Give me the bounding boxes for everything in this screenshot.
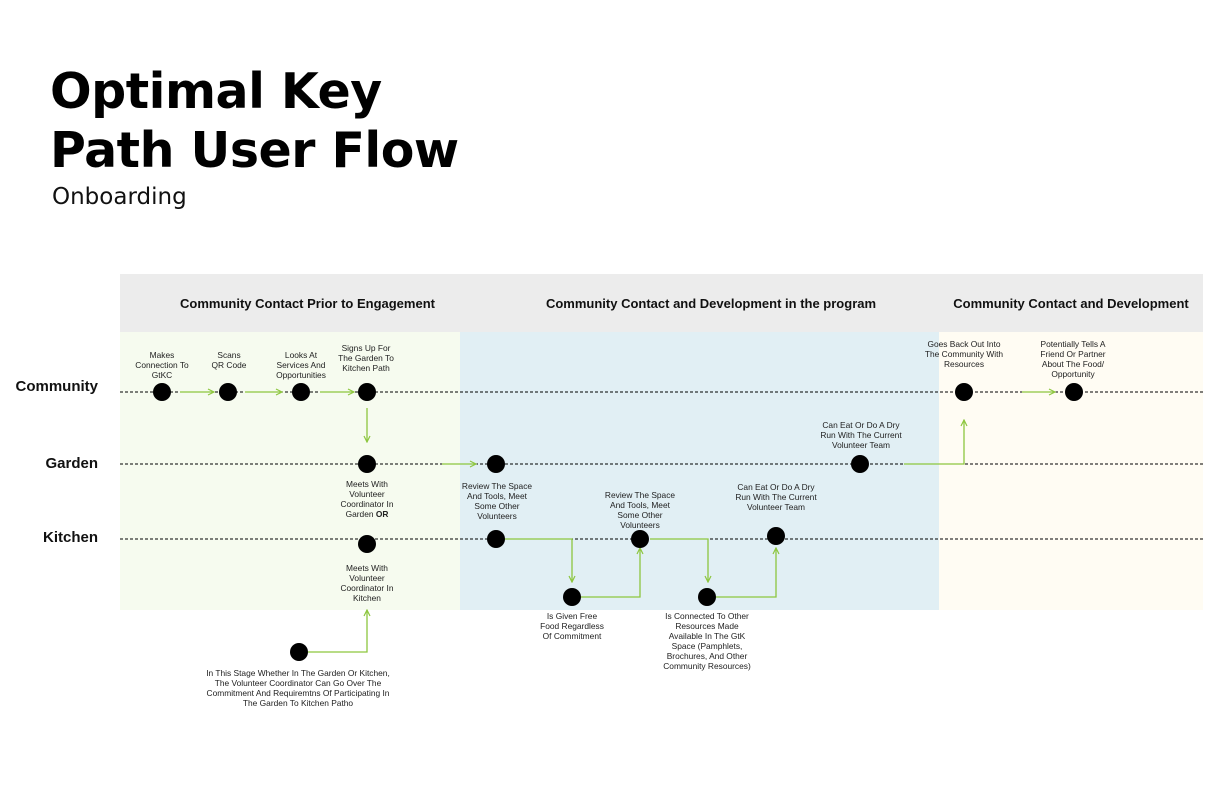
step-dry-run-garden: Can Eat Or Do A Dry Run With The Current… [820,420,902,450]
node-dry-run-garden [851,455,869,473]
step-scans-qr: Scans QR Code [211,350,247,370]
stage-header-in-program: Community Contact and Development in the… [545,296,877,311]
step-review-garden: Review The Space And Tools, Meet Some Ot… [461,481,533,521]
node-meets-garden [358,455,376,473]
node-meets-kitchen [358,535,376,553]
step-tells-friend: Potentially Tells A Friend Or Partner Ab… [1040,339,1106,379]
stage-header-development: Community Contact and Development [953,296,1189,311]
flow-arrow [500,538,572,582]
node-review-garden [487,455,505,473]
flow-arrow [650,538,708,582]
node-looks-at-services [292,383,310,401]
node-dry-run-kitchen [767,527,785,545]
or-label: OR [375,509,389,519]
node-free-food [563,588,581,606]
stage-prior-engagement-area [120,332,460,610]
step-makes-connection: Makes Connection To GtKC [135,350,189,380]
step-meets-kitchen: Meets With Volunteer Coordinator In Kitc… [340,563,394,603]
node-tells-friend [1065,383,1083,401]
node-scans-qr [219,383,237,401]
step-other-resources: Is Connected To Other Resources Made Ava… [663,611,751,671]
lane-label-community: Community [15,378,99,395]
step-looks-at-services: Looks At Services And Opportunities [276,350,326,380]
flow-arrow [716,548,776,598]
step-dry-run-kitchen: Can Eat Or Do A Dry Run With The Current… [735,482,817,512]
node-review-kitchen-start [487,530,505,548]
lane-label-garden: Garden [45,455,98,472]
stage-header-prior-engagement: Community Contact Prior to Engagement [180,296,435,311]
step-free-food: Is Given Free Food Regardless Of Commitm… [540,611,604,641]
stage-header-band [120,274,1203,332]
flow-arrow [904,420,964,465]
node-makes-connection [153,383,171,401]
step-meets-garden: Meets With Volunteer Coordinator In Gard… [332,479,402,519]
node-signs-up [358,383,376,401]
page-title: Optimal Key Path User Flow [50,63,459,179]
step-review-kitchen: Review The Space And Tools, Meet Some Ot… [604,490,676,530]
flow-arrow [580,548,640,598]
node-other-resources [698,588,716,606]
step-goes-back-out: Goes Back Out Into The Community With Re… [924,339,1004,369]
node-stage-note [290,643,308,661]
step-signs-up: Signs Up For The Garden To Kitchen Path [338,343,394,373]
stage-development-area [939,332,1203,610]
step-meets-garden-text: Meets With Volunteer Coordinator In Gard… [340,479,394,519]
node-review-kitchen [631,530,649,548]
step-stage-note: In This Stage Whether In The Garden Or K… [206,668,390,708]
node-goes-back-out [955,383,973,401]
page-subtitle: Onboarding [52,184,187,210]
lane-label-kitchen: Kitchen [42,529,98,546]
flow-arrow [308,610,367,653]
